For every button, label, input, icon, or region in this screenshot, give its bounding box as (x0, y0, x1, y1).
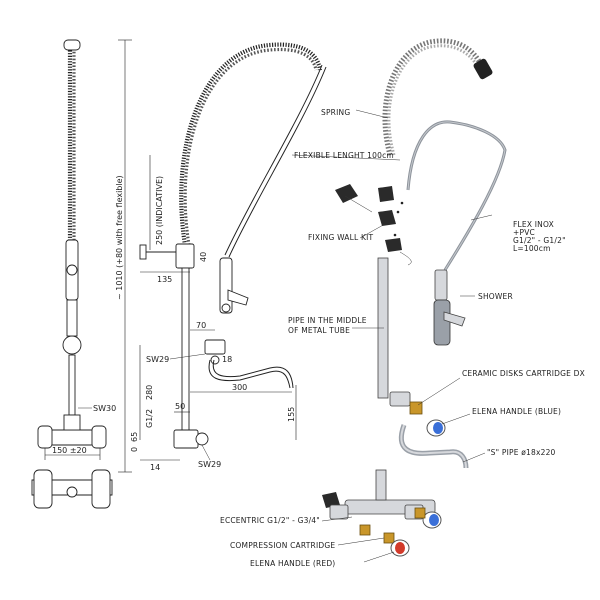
label-eccentric: ECCENTRIC G1/2" - G3/4" (220, 516, 320, 525)
dim-total-height: ~ 1010 (+80 with free flexible) (115, 175, 124, 300)
label-elena-blue: ELENA HANDLE (BLUE) (472, 407, 561, 416)
dim-300: 300 (232, 383, 247, 392)
label-flex-inox-2: +PVC (513, 228, 535, 237)
dim-g12: G1/2 (145, 409, 154, 428)
dim-14: 14 (150, 463, 160, 472)
label-flex-inox-4: L=100cm (513, 244, 551, 253)
exploded-view: SPRING FLEXIBLE LENGHT 100cm FIXING WALL… (220, 38, 585, 568)
label-flex-inox-1: FLEX INOX (513, 220, 554, 229)
dim-135: 135 (157, 275, 172, 284)
dim-70: 70 (196, 321, 206, 330)
label-pipe-middle-1: PIPE IN THE MIDDLE (288, 316, 367, 325)
label-flexible: FLEXIBLE LENGHT 100cm (294, 151, 394, 160)
label-ceramic: CERAMIC DISKS CARTRIDGE DX (462, 369, 585, 378)
dim-40: 40 (199, 252, 208, 262)
label-s-pipe: "S" PIPE ø18x220 (487, 448, 556, 457)
front-view: 250 (INDICATIVE) 135 40 70 SW29 18 300 2… (130, 42, 327, 472)
dim-155: 155 (287, 407, 296, 422)
label-shower: SHOWER (478, 292, 513, 301)
dim-indicative: 250 (INDICATIVE) (155, 176, 164, 245)
sw30-code: SW30 (93, 404, 116, 413)
dim-0: 0 (130, 447, 139, 452)
label-compression: COMPRESSION CARTRIDGE (230, 541, 335, 550)
dim-50: 50 (175, 402, 185, 411)
sw29-bottom-code: SW29 (198, 460, 221, 469)
label-spring: SPRING (321, 108, 350, 117)
dim-65: 65 (130, 432, 139, 442)
sw29-top-code: SW29 (146, 355, 169, 364)
label-pipe-middle-2: OF METAL TUBE (288, 326, 350, 335)
dim-150: 150 ±20 (52, 446, 87, 455)
dim-280: 280 (145, 385, 154, 400)
label-flex-inox-3: G1/2" - G1/2" (513, 236, 566, 245)
dim-18: 18 (222, 355, 232, 364)
label-elena-red: ELENA HANDLE (RED) (250, 559, 335, 568)
label-fixing-wall-kit: FIXING WALL KIT (308, 233, 373, 242)
side-view: SW30 150 ±20 (31, 39, 116, 509)
height-dimension: ~ 1010 (+80 with free flexible) (115, 39, 132, 473)
